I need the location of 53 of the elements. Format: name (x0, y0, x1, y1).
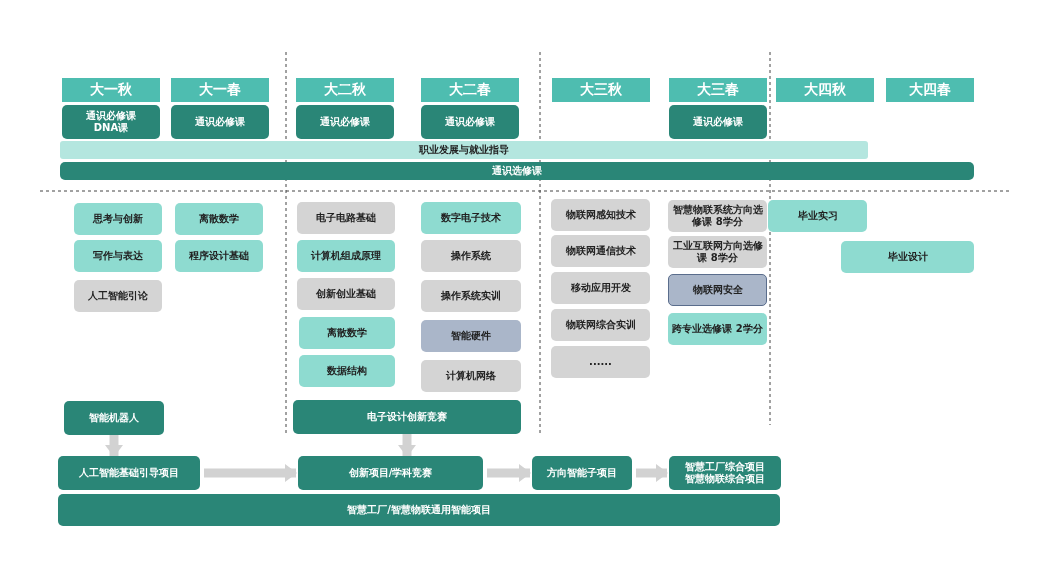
course-block: 通识必修课 (171, 105, 269, 139)
course-block: 通识必修课 DNA课 (62, 105, 160, 139)
course-box: 离散数学 (175, 203, 263, 235)
course-block: 方向智能子项目 (532, 456, 632, 490)
course-box: 创新创业基础 (297, 278, 395, 310)
course-block: 电子设计创新竞赛 (293, 400, 521, 434)
course-box: 移动应用开发 (551, 272, 650, 304)
course-box: 工业互联网方向选修课 8学分 (668, 236, 767, 268)
course-block: 创新项目/学科竞赛 (298, 456, 483, 490)
semester-header: 大二春 (421, 78, 519, 102)
course-block: 智慧工厂综合项目 智慧物联综合项目 (669, 456, 781, 490)
course-box: 毕业设计 (841, 241, 974, 273)
course-box: 离散数学 (299, 317, 395, 349)
course-block: 智慧工厂/智慧物联通用智能项目 (58, 494, 780, 526)
course-box: 毕业实习 (768, 200, 867, 232)
course-block: 智能机器人 (64, 401, 164, 435)
course-box: 智慧物联系统方向选修课 8学分 (668, 200, 767, 232)
course-box: 操作系统实训 (421, 280, 521, 312)
course-box: 写作与表达 (74, 240, 162, 272)
semester-header: 大一春 (171, 78, 269, 102)
course-block: 通识必修课 (296, 105, 394, 139)
course-box: ...... (551, 346, 650, 378)
course-box: 跨专业选修课 2学分 (668, 313, 767, 345)
course-box: 智能硬件 (421, 320, 521, 352)
course-box: 物联网通信技术 (551, 235, 650, 267)
semester-header: 大三秋 (552, 78, 650, 102)
course-box: 思考与创新 (74, 203, 162, 235)
course-block: 人工智能基础引导项目 (58, 456, 200, 490)
course-box: 物联网安全 (668, 274, 767, 306)
arrow (105, 435, 123, 457)
arrow (487, 464, 531, 482)
course-block: 通识必修课 (669, 105, 767, 139)
course-box: 数字电子技术 (421, 202, 521, 234)
course-box: 物联网综合实训 (551, 309, 650, 341)
course-block: 通识选修课 (60, 162, 974, 180)
semester-header: 大一秋 (62, 78, 160, 102)
course-box: 计算机网络 (421, 360, 521, 392)
arrow (636, 464, 668, 482)
semester-header: 大四秋 (776, 78, 874, 102)
course-box: 数据结构 (299, 355, 395, 387)
guidance-bar: 职业发展与就业指导 (60, 141, 868, 159)
course-box: 程序设计基础 (175, 240, 263, 272)
semester-header: 大二秋 (296, 78, 394, 102)
semester-header: 大三春 (669, 78, 767, 102)
course-box: 操作系统 (421, 240, 521, 272)
course-box: 物联网感知技术 (551, 199, 650, 231)
arrow (398, 434, 416, 457)
course-box: 人工智能引论 (74, 280, 162, 312)
course-box: 电子电路基础 (297, 202, 395, 234)
semester-header: 大四春 (886, 78, 974, 102)
course-block: 通识必修课 (421, 105, 519, 139)
course-box: 计算机组成原理 (297, 240, 395, 272)
arrow (204, 464, 297, 482)
